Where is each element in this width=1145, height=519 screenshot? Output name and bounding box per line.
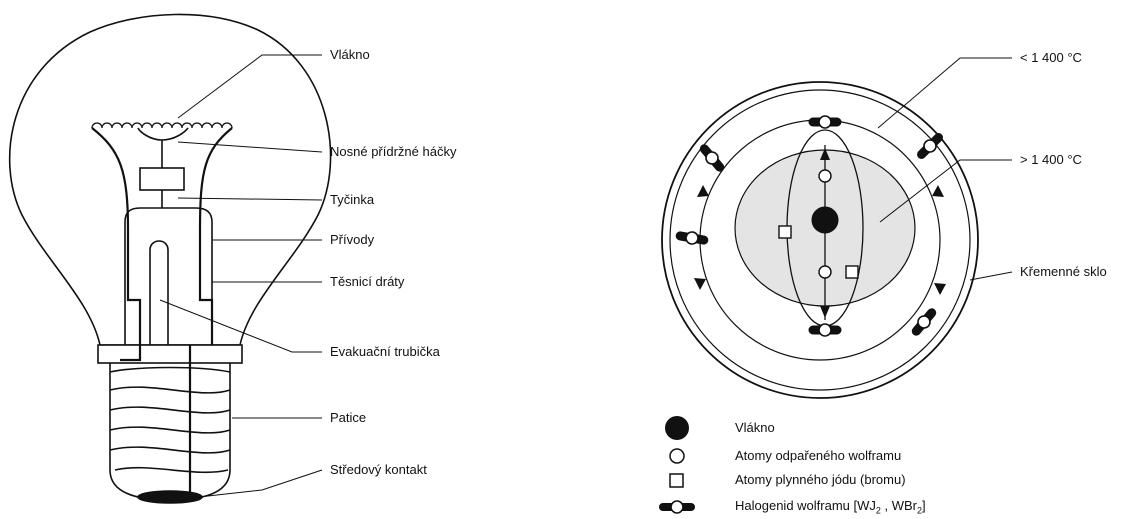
label-seal-wires: Těsnicí dráty xyxy=(330,274,405,289)
tungsten-atom xyxy=(818,265,832,279)
lead-wire-right xyxy=(198,127,233,345)
halide-molecule xyxy=(917,133,943,159)
quartz-glass-inner xyxy=(669,89,971,391)
halide-molecule xyxy=(675,231,709,245)
label-support-hooks: Nosné přídržné háčky xyxy=(330,144,457,159)
halogen-cycle-drawing xyxy=(661,81,979,399)
cycle-leader-lines xyxy=(877,57,1013,281)
label-wall-temperature: < 1 400 °C xyxy=(1020,50,1082,65)
bulb-glass xyxy=(8,13,332,346)
legend-halide-text: Halogenid wolframu [WJ2 , WBr2] xyxy=(735,498,926,519)
flow-arrows xyxy=(694,148,946,318)
legend-halide-icon xyxy=(659,500,695,514)
halide-molecule xyxy=(911,308,937,336)
legend-halide-sub2: 2 xyxy=(917,505,923,516)
label-rod: Tyčinka xyxy=(330,192,375,207)
halide-molecule xyxy=(699,144,725,172)
legend-tungsten-icon xyxy=(669,448,685,464)
legend-iodine-icon xyxy=(669,473,684,488)
label-lead-wires: Přívody xyxy=(330,232,375,247)
bulb-leader-lines xyxy=(159,54,323,499)
label-quartz-glass: Křemenné sklo xyxy=(1020,264,1107,279)
legend-halide-mid: , WBr xyxy=(880,498,918,513)
quartz-glass-outer xyxy=(661,81,979,399)
bulb-drawing xyxy=(8,13,332,504)
legend-tungsten-text: Atomy odpařeného wolframu xyxy=(735,448,902,463)
screw-base xyxy=(109,363,231,504)
tungsten-atom xyxy=(818,169,832,183)
lead-wire-left xyxy=(91,127,142,345)
evacuation-tube xyxy=(149,240,169,345)
legend-iodine-text: Atomy plynného jódu (bromu) xyxy=(735,472,906,487)
legend-halide-prefix: Halogenid wolframu [WJ xyxy=(735,498,876,513)
filament-dot xyxy=(811,206,839,234)
legend-filament-icon xyxy=(665,416,689,440)
label-filament: Vlákno xyxy=(330,47,370,62)
iodine-atom xyxy=(845,265,859,279)
filament-coil xyxy=(91,122,233,129)
legend-halide-suffix: ] xyxy=(922,498,926,513)
iodine-atom xyxy=(778,225,792,239)
label-base: Patice xyxy=(330,410,367,425)
label-core-temperature: > 1 400 °C xyxy=(1020,152,1082,167)
legend-filament-text: Vlákno xyxy=(735,420,775,435)
bulb-collar xyxy=(97,344,243,364)
glass-stem xyxy=(124,207,213,345)
label-evacuation-tube: Evakuační trubička xyxy=(330,344,440,359)
center-contact-cap xyxy=(137,490,203,504)
rod-button xyxy=(139,167,185,191)
label-center-contact: Středový kontakt xyxy=(330,462,427,477)
legend-symbols xyxy=(659,416,695,514)
legend-halide-sub1: 2 xyxy=(875,505,881,516)
halide-molecule xyxy=(808,115,842,129)
halide-molecule xyxy=(808,323,842,337)
